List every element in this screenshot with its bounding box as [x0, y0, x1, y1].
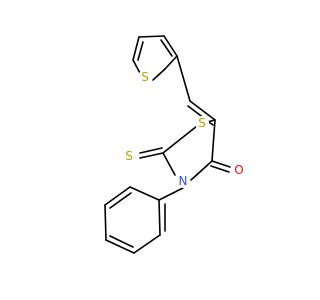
- bond-c4-c5: [211, 119, 216, 162]
- atom-label-layer: S S S N O: [122, 70, 246, 188]
- bond-c2-thione-s-double: [139, 147, 163, 154]
- bond-phenyl-c2-c3: [133, 234, 161, 254]
- bond-c2-n: [162, 152, 176, 176]
- bond-phenyl-c6-c1: [129, 186, 160, 201]
- bond-thiophene-c5-c1-double: [137, 41, 144, 61]
- nitrogen-atom: N: [176, 174, 190, 188]
- oxygen-atom: O: [232, 163, 246, 177]
- bond-ring-s-c2: [162, 125, 198, 154]
- bond-phenyl-c3-c4-double: [109, 235, 134, 248]
- bond-c4-o-double: [210, 165, 230, 173]
- bond-thiophene-c4-c5: [138, 35, 165, 38]
- bond-n-phenyl: [158, 187, 184, 201]
- bond-n-c4: [190, 160, 213, 181]
- oxygen-label: O: [234, 163, 243, 177]
- bond-thiophene-s-c2: [152, 68, 166, 81]
- molecule-structure: S S S N O: [104, 35, 246, 254]
- bond-thiophene-c2-c3: [164, 55, 178, 70]
- thiophene-sulfur-label: S: [141, 70, 149, 84]
- bond-thiophene-c3-c4: [163, 35, 178, 57]
- bond-thiophene-c3-c4-double: [160, 39, 173, 57]
- bond-phenyl-c3-c4: [105, 239, 135, 254]
- bond-methine-to-c5: [189, 100, 216, 121]
- bond-layer: [104, 35, 231, 254]
- ring-sulfur-label: S: [198, 116, 206, 130]
- thione-sulfur-label: S: [125, 149, 133, 163]
- bond-c2-thione-s: [139, 152, 164, 159]
- bond-c4-o: [211, 160, 231, 168]
- bond-thiophene-c5-c1: [132, 36, 140, 61]
- thione-sulfur: S: [122, 149, 136, 163]
- thiophene-sulfur: S: [138, 70, 152, 84]
- bond-phenyl-c4-c5: [104, 204, 107, 241]
- ring-sulfur: S: [195, 116, 209, 130]
- bond-phenyl-c5-c6-double: [109, 192, 132, 209]
- nitrogen-label: N: [179, 174, 188, 188]
- bond-thiophene-to-methine: [176, 55, 191, 102]
- bond-phenyl-c1-c2: [158, 199, 161, 236]
- bond-phenyl-c5-c6: [104, 186, 131, 206]
